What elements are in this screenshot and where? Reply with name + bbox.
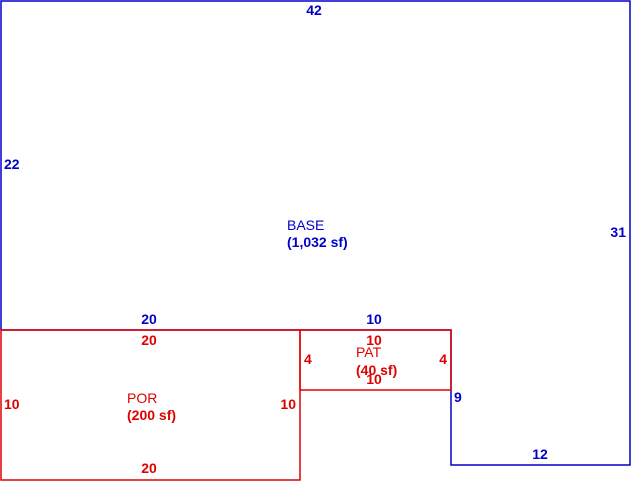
base-name: BASE [287, 217, 324, 233]
porch-dim-top: 20 [141, 332, 157, 348]
patio-dim-top: 10 [366, 332, 382, 348]
porch-name: POR [127, 390, 157, 406]
porch-dim-left: 10 [4, 396, 20, 412]
patio-area: (40 sf) [356, 362, 397, 378]
base-area: (1,032 sf) [287, 234, 348, 250]
base-dim-mid-left: 20 [141, 311, 157, 327]
patio-dim-left: 4 [304, 351, 312, 367]
base-dim-right: 31 [610, 224, 626, 240]
base-dim-top: 42 [306, 2, 322, 18]
patio-outline [299, 329, 452, 391]
porch-area: (200 sf) [127, 407, 176, 423]
porch-dim-bottom: 20 [141, 460, 157, 476]
porch-outline [0, 329, 301, 481]
base-dim-bottom: 12 [532, 446, 548, 462]
patio-dim-right: 4 [439, 351, 447, 367]
base-dim-left: 22 [4, 156, 20, 172]
base-outline [0, 0, 631, 466]
porch-dim-right: 10 [280, 396, 296, 412]
base-dim-mid-right: 10 [366, 311, 382, 327]
base-dim-notch: 9 [454, 389, 462, 405]
patio-name: PAT [356, 344, 382, 360]
patio-dim-bottom: 10 [366, 371, 382, 387]
